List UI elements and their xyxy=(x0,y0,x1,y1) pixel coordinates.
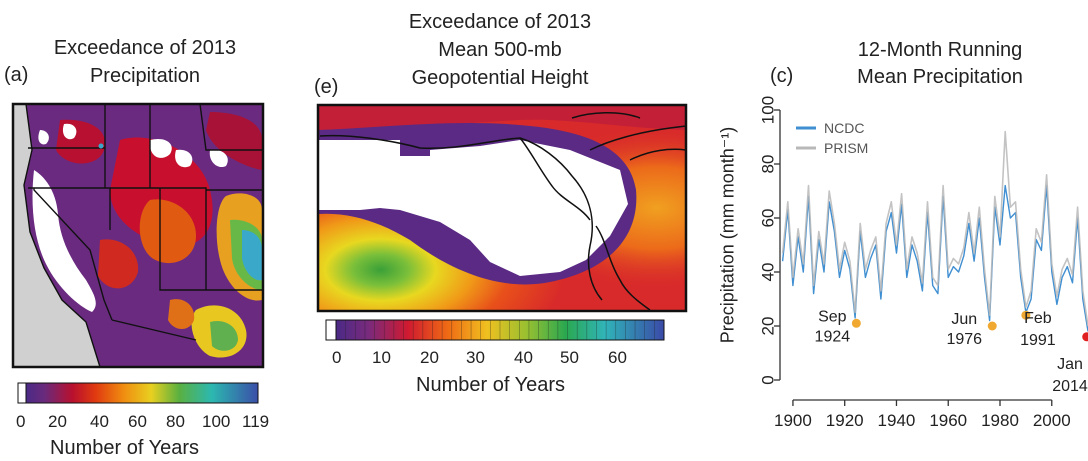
x-tick-label: 1980 xyxy=(981,411,1019,430)
annotation-label-month: Jan xyxy=(1057,356,1083,373)
annotation-marker xyxy=(987,321,997,331)
panel-a-xlabel: Number of Years xyxy=(50,437,199,459)
legend-label: PRISM xyxy=(824,140,868,156)
panel-a: Exceedance of 2013 Precipitation (a) xyxy=(0,0,280,461)
annotation-label-month: Jun xyxy=(951,311,977,328)
panel-a-title-line1: Exceedance of 2013 xyxy=(53,37,237,59)
panel-a-cbar-tick: 60 xyxy=(128,412,147,431)
series-line-prism xyxy=(781,130,1088,327)
panel-a-cbar-tick: 119 xyxy=(242,412,270,431)
annotation-label-year: 1991 xyxy=(1020,332,1056,349)
annotation-label-year: 1976 xyxy=(946,331,982,348)
panel-e-cbar-tick: 30 xyxy=(466,348,485,367)
x-tick-label: 2000 xyxy=(1033,411,1071,430)
y-tick-label: 20 xyxy=(759,317,778,336)
x-tick-label: 1920 xyxy=(826,411,864,430)
panel-e-title-line2: Mean 500-mb xyxy=(438,39,562,61)
chart-title-line1: 12-Month Running xyxy=(857,39,1023,61)
precip-line-chart: 0 20 40 60 80 100 1900 1920 1940 1960 1980 2000 NCDC… xyxy=(759,96,1088,430)
panel-e-xlabel: Number of Years xyxy=(416,374,565,396)
panel-a-label: (a) xyxy=(4,64,29,86)
annotation-label-month: Feb xyxy=(1024,310,1052,327)
annotation-marker xyxy=(1021,310,1031,320)
y-tick-label: 100 xyxy=(759,96,778,124)
panel-e-cbar-tick: 10 xyxy=(372,348,391,367)
panel-a-cbar-tick: 20 xyxy=(48,412,67,431)
panel-e-cbar-tick: 50 xyxy=(560,348,579,367)
annotation-marker xyxy=(1082,332,1088,342)
y-tick-label: 60 xyxy=(759,209,778,228)
panel-e-label: (e) xyxy=(314,76,339,98)
chart-title-line2: Mean Precipitation xyxy=(857,66,1023,88)
series-line-ncdc xyxy=(781,184,1088,332)
y-tick-label: 40 xyxy=(759,263,778,282)
panel-a-title-line2: Precipitation xyxy=(89,65,201,87)
panel-a-cbar-tick: 100 xyxy=(202,412,231,431)
y-tick-label: 80 xyxy=(759,155,778,174)
x-tick-label: 1900 xyxy=(774,411,812,430)
panel-a-cbar-tick: 40 xyxy=(90,412,109,431)
panel-a-cbar-tick: 80 xyxy=(166,412,185,431)
panel-c: 12-Month Running Mean Precipitation (c) … xyxy=(700,0,1088,461)
x-tick-label: 1940 xyxy=(878,411,916,430)
panel-e: Exceedance of 2013 Mean 500-mb Geopotent… xyxy=(290,0,690,461)
panel-e-title-line1: Exceedance of 2013 xyxy=(408,11,592,33)
panel-e-cbar-tick: 0 xyxy=(332,348,342,367)
x-tick-label: 1960 xyxy=(929,411,967,430)
annotation-label-month: Sep xyxy=(818,308,847,325)
panel-e-cbar-tick: 20 xyxy=(420,348,439,367)
y-tick-label: 0 xyxy=(759,375,778,384)
panel-a-cbar-tick: 0 xyxy=(16,412,26,431)
panel-e-cbar-tick: 60 xyxy=(608,348,627,367)
panel-a-map xyxy=(11,102,265,404)
legend-label: NCDC xyxy=(824,120,864,136)
panel-e-cbar-tick: 40 xyxy=(514,348,533,367)
panel-e-map xyxy=(316,103,688,341)
chart-panel-label: (c) xyxy=(770,65,794,87)
annotation-label-year: 1924 xyxy=(815,328,851,345)
annotation-marker xyxy=(851,318,861,328)
panel-e-title-line3: Geopotential Height xyxy=(411,67,589,89)
annotation-label-year: 2014 xyxy=(1052,378,1088,395)
